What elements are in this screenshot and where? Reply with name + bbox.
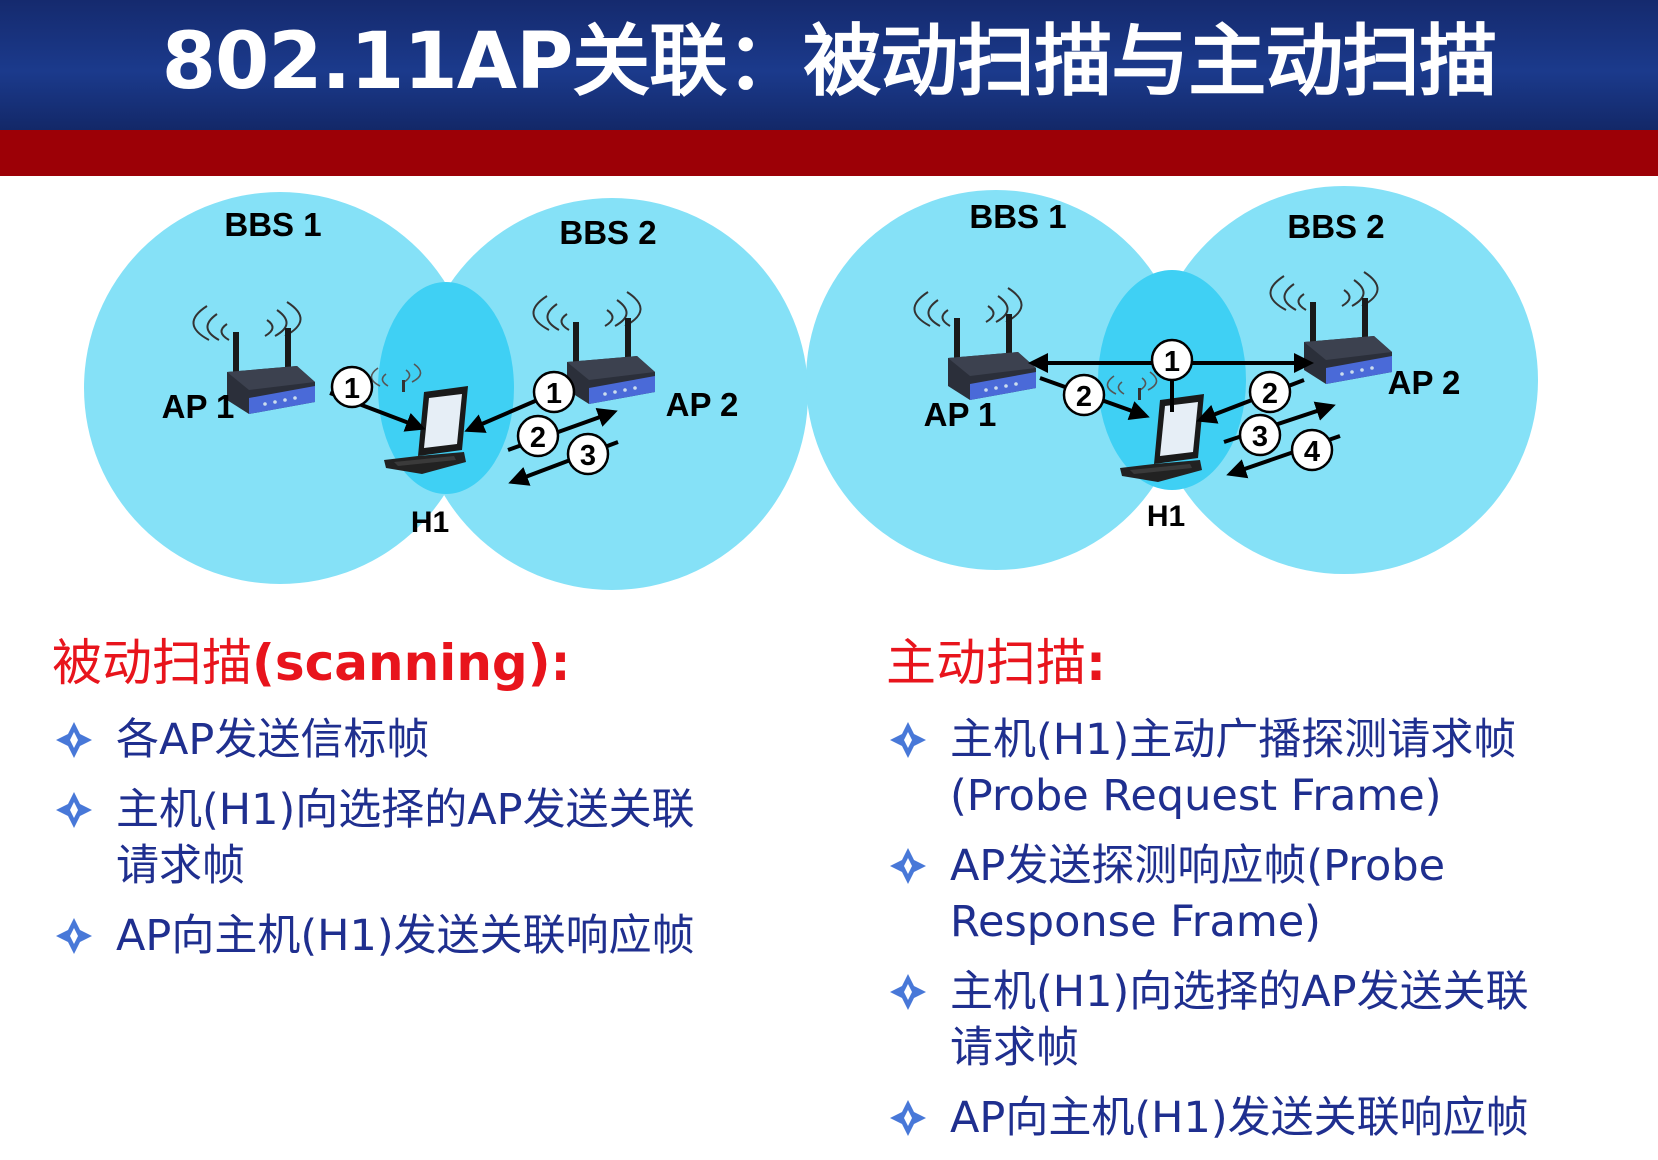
list-item: 主机(H1)主动广播探测请求帧 (Probe Request Frame) — [888, 712, 1648, 824]
step-marker: 3 — [1238, 413, 1282, 457]
diamond-bullet-icon — [890, 1100, 926, 1136]
list-item: AP发送探测响应帧(Probe Response Frame) — [888, 838, 1648, 950]
svg-text:2: 2 — [1076, 381, 1092, 413]
step-marker: 4 — [1290, 428, 1334, 472]
ap1-label: AP 1 — [162, 388, 235, 425]
bss1-label: BBS 1 — [969, 198, 1066, 235]
step-marker: 1 — [330, 365, 374, 409]
passive-heading: 被动扫描(scanning): — [52, 632, 571, 694]
step-marker: 1 — [532, 370, 576, 414]
list-item: 各AP发送信标帧 — [54, 712, 794, 768]
title-bar — [0, 0, 1658, 130]
svg-text:1: 1 — [344, 373, 360, 405]
diamond-bullet-icon — [890, 722, 926, 758]
ap1-label: AP 1 — [924, 396, 997, 433]
step-marker: 2 — [516, 414, 560, 458]
list-item: AP向主机(H1)发送关联响应帧 — [54, 908, 794, 964]
step-marker: 1 — [1150, 338, 1194, 382]
step-marker: 2 — [1248, 370, 1292, 414]
list-item: 主机(H1)向选择的AP发送关联 请求帧 — [888, 964, 1648, 1076]
diamond-bullet-icon — [890, 848, 926, 884]
svg-text:4: 4 — [1304, 436, 1320, 468]
accent-bar — [0, 130, 1658, 176]
bss2-label: BBS 2 — [559, 214, 656, 251]
active-scanning-diagram: BBS 1 BBS 2 AP 1 AP 2 H1 1 2 2 3 — [800, 180, 1590, 620]
svg-text:2: 2 — [530, 422, 546, 454]
diamond-bullet-icon — [56, 792, 92, 828]
active-heading-en: : — [1086, 634, 1106, 692]
list-item: 主机(H1)向选择的AP发送关联 请求帧 — [54, 782, 794, 894]
active-bullet-list: 主机(H1)主动广播探测请求帧 (Probe Request Frame) AP… — [888, 712, 1648, 1160]
diamond-bullet-icon — [56, 918, 92, 954]
passive-scanning-diagram: BBS 1 BBS 2 AP 1 AP 2 H1 1 1 2 3 — [40, 180, 830, 620]
passive-bullet-list: 各AP发送信标帧 主机(H1)向选择的AP发送关联 请求帧 AP向主机(H1)发… — [54, 712, 794, 978]
passive-heading-cn: 被动扫描 — [52, 634, 252, 692]
active-heading: 主动扫描: — [886, 632, 1106, 694]
ap2-label: AP 2 — [1388, 364, 1461, 401]
diamond-bullet-icon — [56, 722, 92, 758]
active-heading-cn: 主动扫描 — [886, 634, 1086, 692]
h1-label: H1 — [411, 506, 449, 539]
passive-heading-en: (scanning): — [252, 634, 571, 692]
svg-text:2: 2 — [1262, 378, 1278, 410]
diamond-bullet-icon — [890, 974, 926, 1010]
h1-label: H1 — [1147, 500, 1185, 533]
bss2-label: BBS 2 — [1287, 208, 1384, 245]
svg-text:3: 3 — [580, 440, 596, 472]
step-marker: 2 — [1062, 373, 1106, 417]
step-marker: 3 — [566, 432, 610, 476]
ap2-label: AP 2 — [666, 386, 739, 423]
list-item: AP向主机(H1)发送关联响应帧 — [888, 1090, 1648, 1146]
bss1-label: BBS 1 — [224, 206, 321, 243]
svg-text:3: 3 — [1252, 421, 1268, 453]
slide-title: 802.11AP关联：被动扫描与主动扫描 — [161, 17, 1498, 107]
svg-text:1: 1 — [546, 378, 562, 410]
svg-text:1: 1 — [1164, 346, 1180, 378]
